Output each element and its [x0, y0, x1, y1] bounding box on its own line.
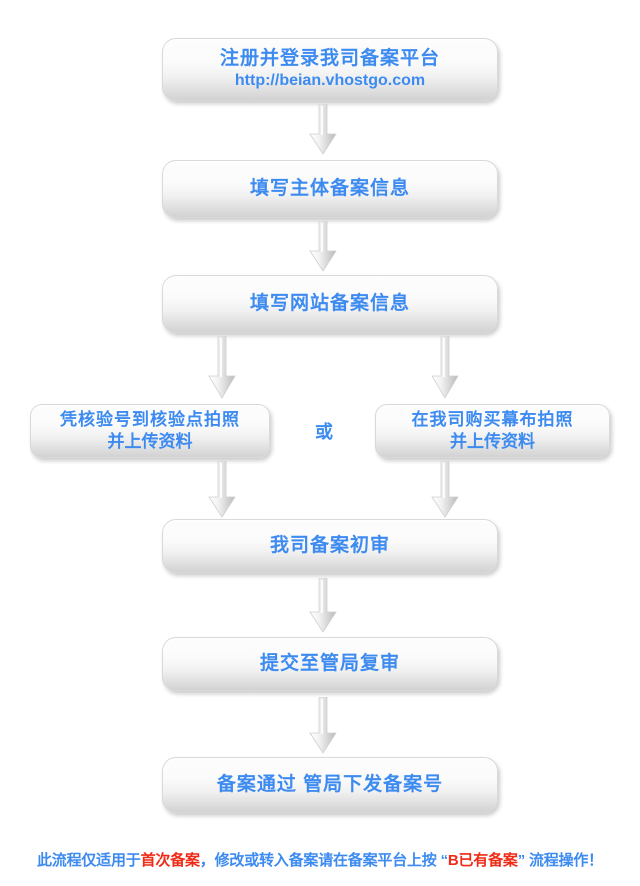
flow-node-register[interactable]: 注册并登录我司备案平台 http://beian.vhostgo.com — [162, 38, 498, 101]
flow-node-subject-info[interactable]: 填写主体备案信息 — [162, 160, 498, 218]
flow-node-branch-offline-photo[interactable]: 凭核验号到核验点拍照 并上传资料 — [30, 404, 270, 458]
flow-node-submit-to-authority-line1: 提交至管局复审 — [259, 652, 400, 674]
flow-node-preliminary-review[interactable]: 我司备案初审 — [162, 519, 498, 573]
arrow-branch-left-to-prereview — [207, 461, 237, 519]
arrow-website-to-branch-right — [430, 336, 460, 400]
arrow-prereview-to-submit — [308, 578, 338, 634]
arrow-submit-to-pass — [308, 697, 338, 755]
arrow-register-to-subject — [308, 104, 338, 156]
flow-node-register-line2: http://beian.vhostgo.com — [234, 71, 426, 89]
flow-node-register-line1: 注册并登录我司备案平台 — [219, 48, 440, 70]
flow-node-submit-to-authority[interactable]: 提交至管局复审 — [162, 637, 498, 691]
arrow-branch-right-to-prereview — [430, 461, 460, 519]
flow-node-branch-offline-photo-line2: 并上传资料 — [107, 432, 193, 451]
flow-node-branch-offline-photo-line1: 凭核验号到核验点拍照 — [60, 409, 240, 429]
flow-node-branch-buy-backdrop-line1: 在我司购买幕布拍照 — [411, 409, 574, 429]
flow-node-filing-approved[interactable]: 备案通过 管局下发备案号 — [162, 757, 498, 813]
flow-node-preliminary-review-line1: 我司备案初审 — [269, 534, 390, 556]
branch-or-label: 或 — [315, 422, 333, 442]
flow-node-subject-info-line1: 填写主体备案信息 — [249, 177, 410, 199]
footer-note: 此流程仅适用于首次备案，修改或转入备案请在备案平台上按 “B已有备案” 流程操作… — [0, 849, 640, 870]
arrow-subject-to-website — [308, 221, 338, 273]
footer-highlight-first-filing: 首次备案 — [140, 852, 200, 869]
footer-part1: 此流程仅适用于 — [36, 852, 141, 869]
footer-part2: ，修改或转入备案请在备案平台上按 “ — [199, 852, 448, 869]
footer-highlight-existing-filing: B已有备案 — [447, 852, 518, 869]
flow-node-website-info-line1: 填写网站备案信息 — [249, 292, 410, 314]
footer-part3: ” 流程操作！ — [517, 852, 603, 869]
flow-node-filing-approved-line1: 备案通过 管局下发备案号 — [216, 773, 444, 795]
arrow-website-to-branch-left — [207, 336, 237, 400]
flow-node-branch-buy-backdrop-line2: 并上传资料 — [450, 432, 535, 451]
flow-node-branch-buy-backdrop[interactable]: 在我司购买幕布拍照 并上传资料 — [375, 404, 610, 458]
flow-node-website-info[interactable]: 填写网站备案信息 — [162, 275, 498, 333]
